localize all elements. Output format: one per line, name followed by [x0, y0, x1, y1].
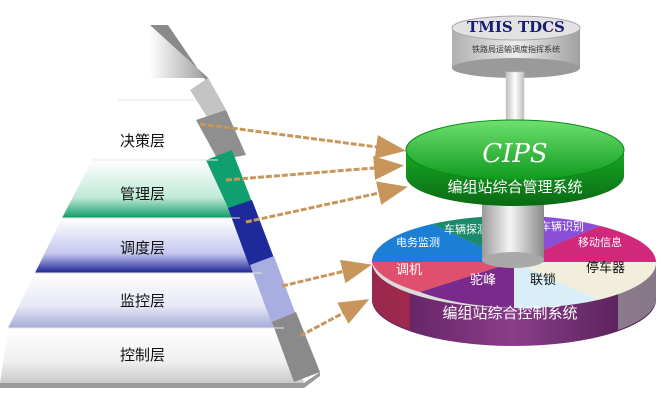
control-disk-title: 编组站综合控制系统 — [442, 304, 577, 322]
pyramid-face-monitor — [8, 273, 284, 328]
segment-interlock — [514, 262, 598, 309]
arrow-decision-to-cips — [199, 122, 406, 159]
cips-disk: CIPS 编组站综合管理系统 — [405, 119, 625, 206]
cips-label: CIPS — [482, 139, 547, 169]
pyramid-face-management — [62, 160, 240, 218]
top-system-cylinder: TMIS TDCS 铁路局运输调度指挥系统 — [451, 15, 581, 78]
segment-label-interlock: 联锁 — [530, 272, 556, 288]
arrow-management-to-cips — [225, 155, 404, 182]
segment-shunting — [372, 262, 514, 292]
pyramid-edge-gray-2 — [196, 110, 246, 160]
segment-label-vehicle-id: 车辆识别 — [540, 219, 584, 233]
layer-label-monitor: 监控层 — [120, 292, 165, 310]
pyramid-face-control — [0, 328, 304, 383]
segment-label-power-monitor: 电务监测 — [396, 236, 440, 249]
layer-label-management: 管理层 — [120, 185, 165, 203]
segment-label-shunting: 调机 — [396, 263, 422, 278]
layer-label-decision: 决策层 — [120, 132, 165, 150]
segment-label-vehicle-detect: 车辆探测 — [444, 222, 488, 236]
pyramid-edge-navy — [228, 200, 274, 268]
segment-label-retarder: 停车器 — [586, 260, 625, 276]
arrow-control-to-control — [299, 299, 370, 338]
center-cylinder — [482, 196, 544, 268]
top-system-subtitle: 铁路局运输调度指挥系统 — [472, 44, 560, 54]
layer-label-control: 控制层 — [120, 346, 165, 364]
arrow-monitor-to-control — [281, 259, 372, 288]
layer-label-dispatch: 调度层 — [120, 239, 165, 257]
segment-hump — [420, 262, 514, 308]
connector-arrows — [199, 122, 408, 338]
top-system-title: TMIS TDCS — [467, 18, 565, 36]
segment-label-mobile-info: 移动信息 — [578, 235, 622, 249]
pyramid-face-dispatch — [35, 218, 262, 273]
pyramid-face-decision — [92, 100, 218, 160]
pyramid-edge-gray-3 — [272, 312, 320, 382]
pyramid-base-shadow — [0, 372, 320, 388]
segment-label-hump: 驼峰 — [470, 272, 496, 288]
segment-retarder — [514, 262, 657, 300]
segment-mobile-info — [514, 226, 656, 262]
pyramid: 决策层 管理层 调度层 监控层 控制层 — [0, 25, 320, 388]
arrow-dispatch-to-cips — [245, 181, 408, 224]
segment-power-monitor — [371, 224, 514, 262]
cips-title: 编组站综合管理系统 — [447, 178, 582, 196]
